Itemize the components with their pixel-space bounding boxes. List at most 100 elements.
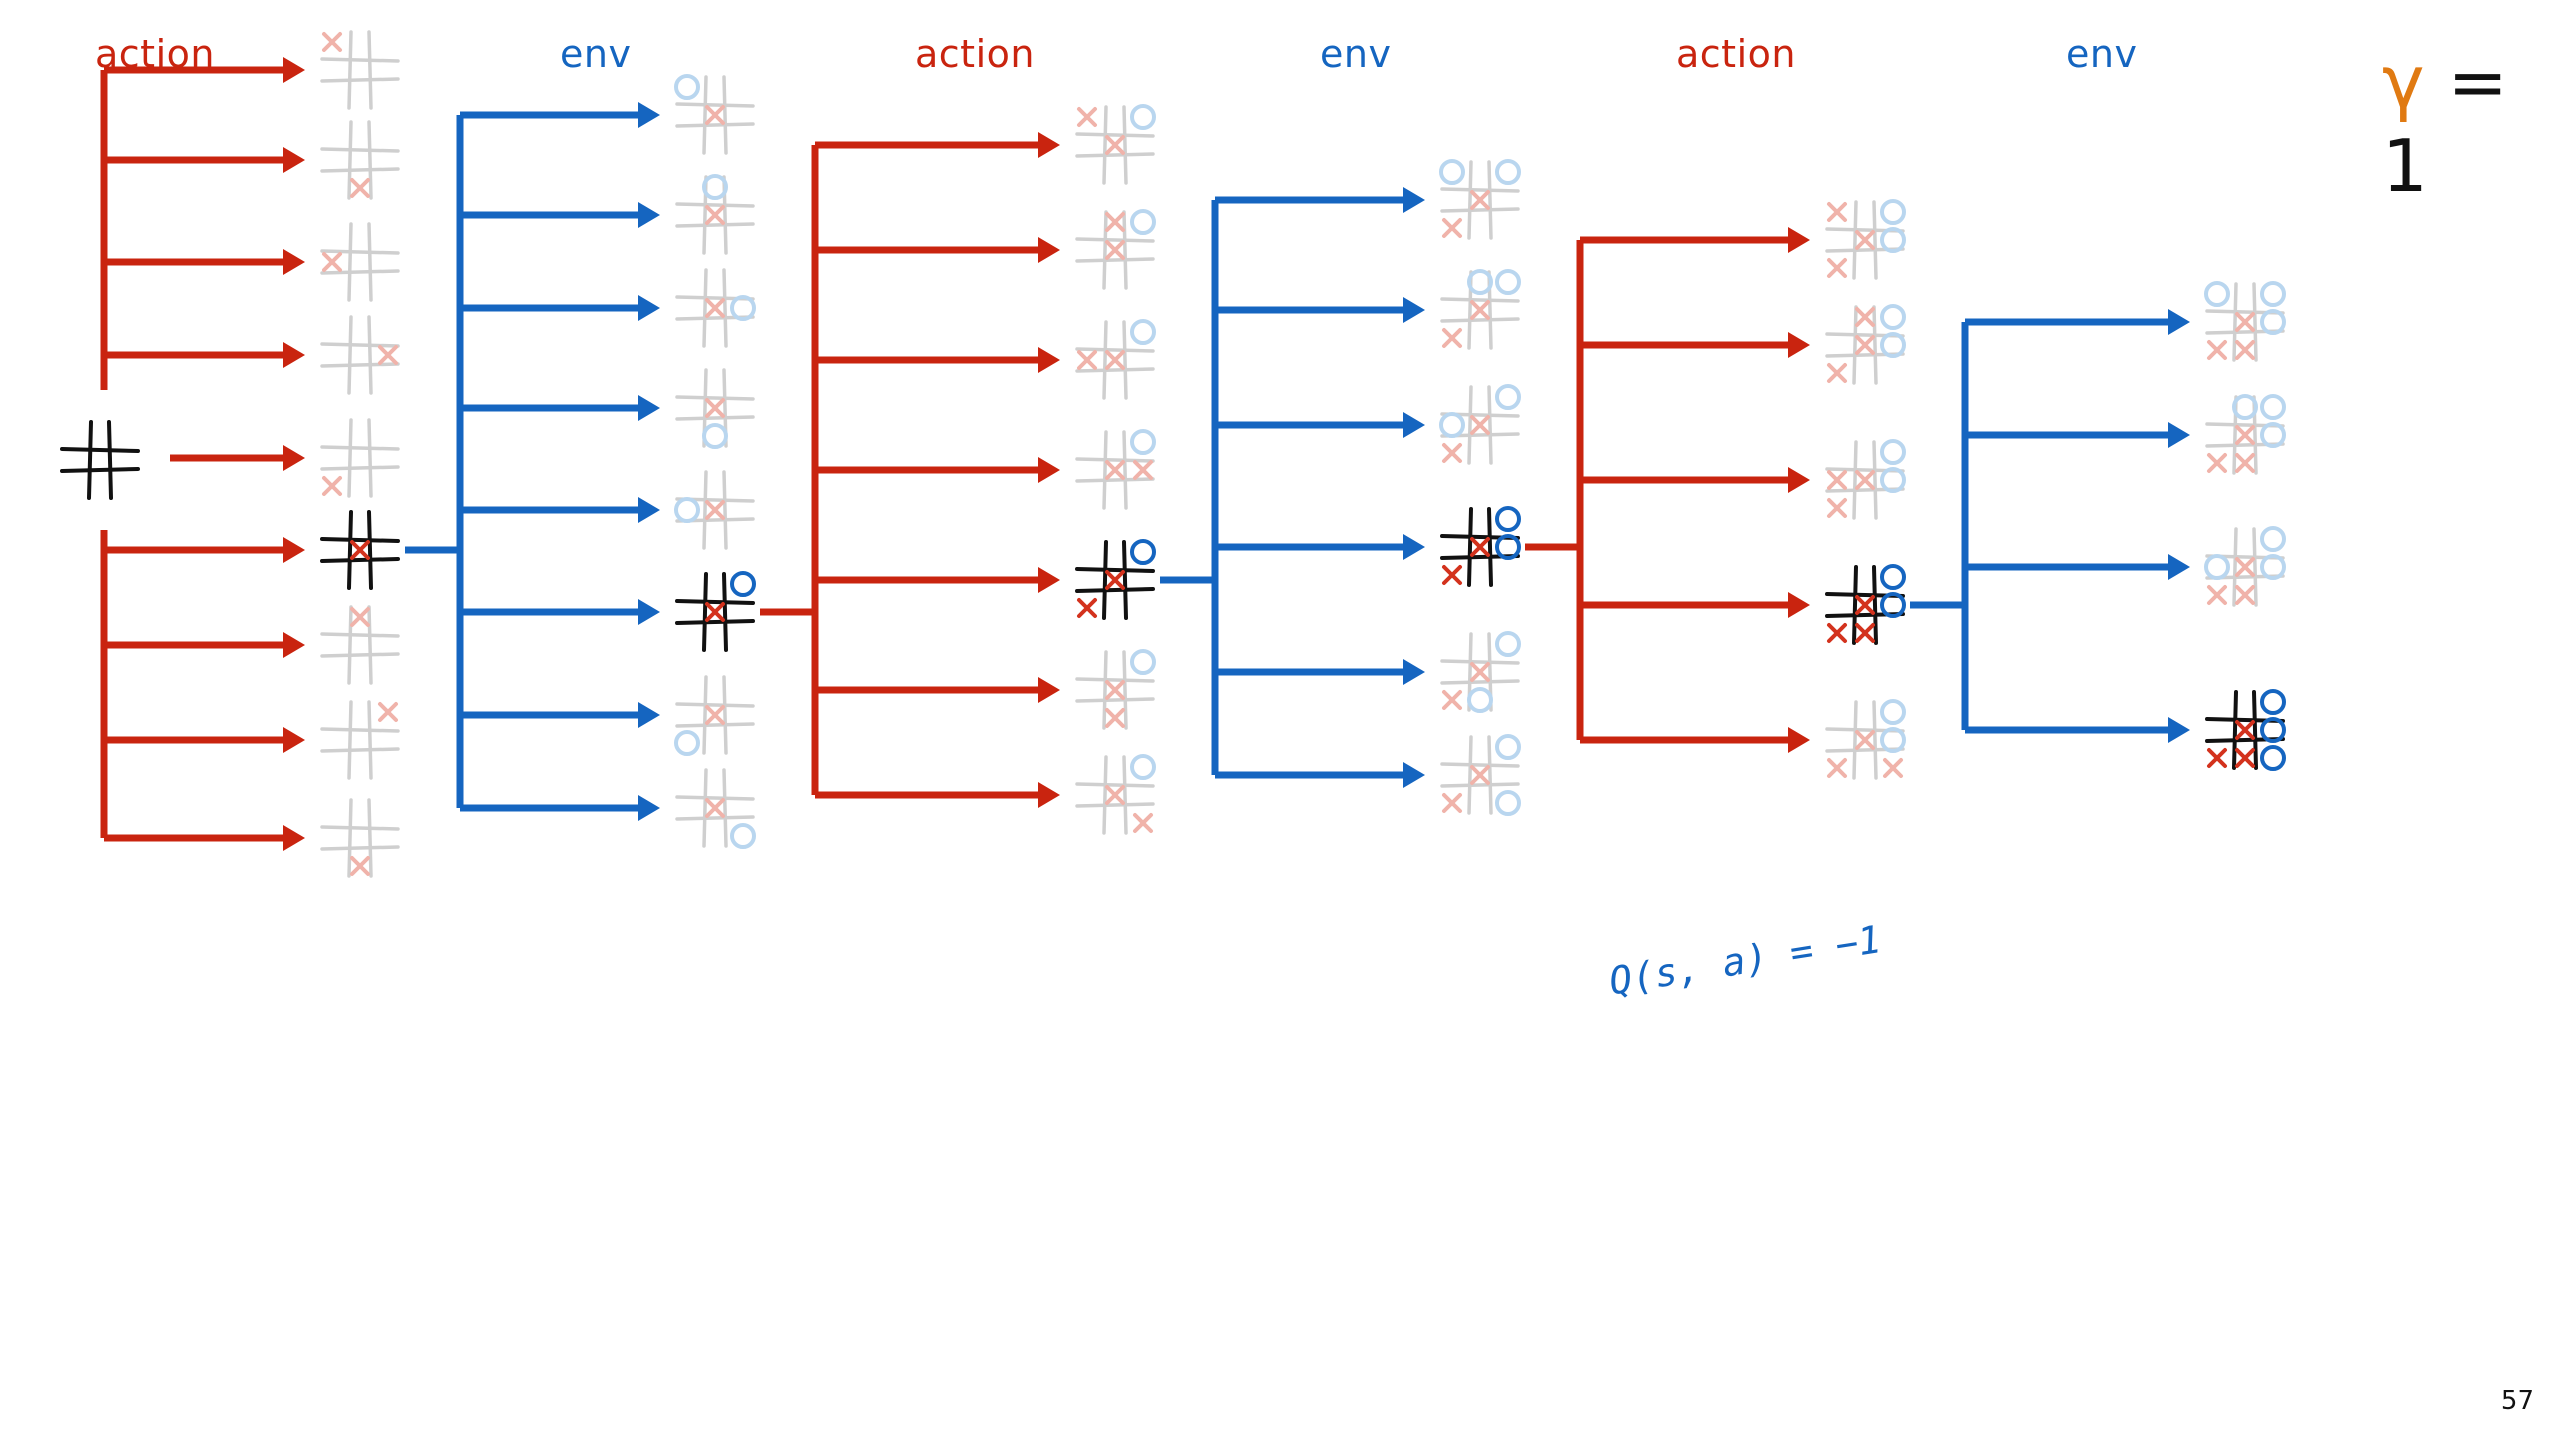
o-mark: [1880, 304, 1906, 330]
grid-line: [1075, 132, 1155, 138]
action-arrow: [815, 782, 1060, 808]
x-mark: [1077, 350, 1097, 370]
o-mark: [1495, 159, 1521, 185]
env-child-board: [1439, 159, 1521, 240]
x-mark: [1827, 623, 1847, 643]
action-arrow: [815, 457, 1060, 483]
grid-line: [1122, 105, 1128, 185]
o-mark: [1130, 649, 1156, 675]
x-mark: [1105, 240, 1125, 260]
action-arrow: [1580, 727, 1810, 753]
x-mark: [2235, 312, 2255, 332]
env-child-board: [2205, 394, 2286, 475]
action-child-board: [320, 700, 400, 780]
grid-line: [320, 845, 400, 851]
grid-line: [347, 418, 353, 498]
grid-line: [1487, 160, 1493, 240]
x-mark: [1470, 190, 1490, 210]
o-mark: [1880, 592, 1906, 618]
action-child-board: [1075, 754, 1156, 835]
grid-line: [1440, 187, 1520, 193]
o-mark: [1880, 439, 1906, 465]
grid-line: [722, 470, 728, 550]
o-mark: [2232, 394, 2258, 420]
x-mark: [2235, 425, 2255, 445]
x-mark: [322, 32, 342, 52]
grid-line: [722, 675, 728, 755]
action-arrow: [104, 249, 305, 275]
x-mark: [1470, 415, 1490, 435]
o-mark: [1880, 564, 1906, 590]
x-mark: [1442, 690, 1462, 710]
grid-line: [320, 362, 400, 368]
action-child-board: [1825, 564, 1906, 645]
x-mark: [2235, 585, 2255, 605]
grid-line: [320, 57, 400, 63]
x-mark: [1105, 708, 1125, 728]
env-child-board: [1440, 269, 1521, 350]
x-mark: [1133, 813, 1153, 833]
env-arrow: [1965, 554, 2190, 580]
grid-line: [1075, 152, 1155, 158]
env-arrow: [1215, 187, 1425, 213]
env-arrow: [1215, 534, 1425, 560]
grid-line: [1487, 735, 1493, 815]
x-mark: [1827, 498, 1847, 518]
grid-line: [675, 202, 755, 208]
x-mark: [1855, 230, 1875, 250]
grid-line: [1440, 297, 1520, 303]
grid-line: [675, 395, 755, 401]
env-child-board: [1440, 734, 1521, 816]
grid-line: [1122, 210, 1128, 290]
grid-line: [675, 599, 755, 605]
grid-line: [367, 222, 373, 302]
grid-line: [367, 510, 373, 590]
action-child-board: [320, 120, 400, 200]
action-arrow: [104, 825, 305, 851]
grid-line: [1487, 507, 1493, 587]
grid-line: [1102, 430, 1108, 510]
action-child-board: [1075, 104, 1156, 185]
o-mark: [702, 423, 728, 449]
grid-line: [1102, 650, 1108, 730]
grid-line: [1872, 305, 1878, 385]
grid-line: [367, 798, 373, 878]
o-mark: [2260, 717, 2286, 743]
x-mark: [1827, 202, 1847, 222]
x-mark: [705, 798, 725, 818]
grid-line: [320, 825, 400, 831]
o-mark: [1439, 412, 1465, 438]
x-mark: [1105, 350, 1125, 370]
grid-line: [675, 619, 755, 625]
x-mark: [350, 607, 370, 627]
grid-line: [347, 222, 353, 302]
x-mark: [1827, 258, 1847, 278]
o-mark: [1880, 199, 1906, 225]
o-mark: [1439, 159, 1465, 185]
grid-line: [1872, 565, 1878, 645]
x-mark: [1442, 443, 1462, 463]
action-arrow: [1580, 227, 1810, 253]
action-arrow: [815, 132, 1060, 158]
column-header-env-1: env: [560, 32, 632, 76]
env-arrow: [460, 702, 660, 728]
o-mark: [1495, 269, 1521, 295]
x-mark: [378, 702, 398, 722]
env-arrow: [460, 599, 660, 625]
grid-line: [722, 268, 728, 348]
column-header-action-1: action: [95, 32, 215, 76]
grid-line: [1122, 650, 1128, 730]
grid-line: [1102, 320, 1108, 400]
gamma-value: = 1: [2382, 40, 2508, 208]
action-arrow: [104, 727, 305, 753]
x-mark: [1105, 460, 1125, 480]
grid-line: [60, 447, 140, 453]
x-mark: [1470, 765, 1490, 785]
env-arrow: [460, 202, 660, 228]
grid-line: [367, 120, 373, 200]
grid-line: [702, 268, 708, 348]
o-mark: [2260, 394, 2286, 420]
grid-line: [107, 420, 113, 500]
grid-line: [2252, 282, 2258, 362]
